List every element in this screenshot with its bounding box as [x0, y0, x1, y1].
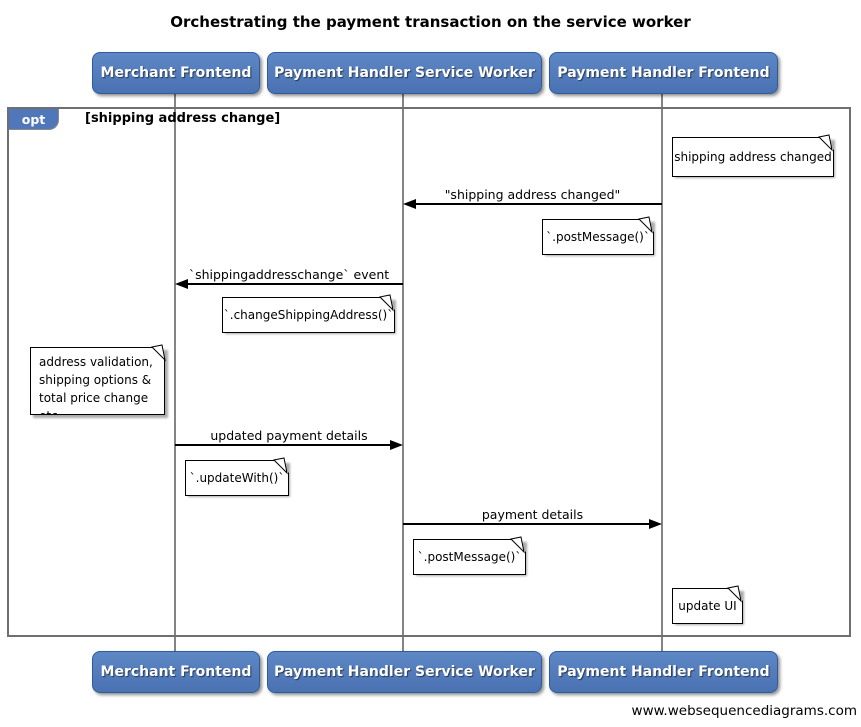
- note: update UI: [672, 588, 743, 624]
- actor-top-payment-handler-service-worker: Payment Handler Service Worker: [267, 52, 542, 94]
- message-line: [403, 523, 655, 525]
- opt-operator-tab: opt: [9, 109, 59, 130]
- note: `.postMessage()`: [413, 539, 526, 575]
- lifeline-payment-handler-service-worker: [402, 92, 404, 651]
- lifeline-payment-handler-frontend: [661, 92, 663, 651]
- note-fold-icon: [150, 344, 166, 362]
- actor-bottom-payment-handler-frontend: Payment Handler Frontend: [549, 651, 778, 693]
- arrowhead-left-icon: [175, 279, 188, 289]
- arrowhead-right-icon: [390, 440, 403, 450]
- note-fold-icon: [817, 134, 833, 152]
- message-label: updated payment details: [210, 428, 368, 443]
- note-fold-icon: [509, 536, 525, 554]
- message-line: [175, 444, 396, 446]
- watermark: www.websequencediagrams.com: [631, 703, 857, 719]
- diagram-title: Orchestrating the payment transaction on…: [170, 13, 691, 31]
- lifeline-merchant-frontend: [174, 92, 176, 651]
- note-fold-icon: [378, 294, 394, 312]
- note: `.postMessage()`: [542, 219, 654, 255]
- note-fold-icon: [637, 216, 653, 234]
- arrowhead-right-icon: [649, 519, 662, 529]
- actor-bottom-merchant-frontend: Merchant Frontend: [92, 651, 260, 693]
- note: shipping address changed: [672, 137, 834, 177]
- note: `.changeShippingAddress()`: [222, 297, 395, 333]
- message-line: [182, 283, 403, 285]
- note-fold-icon: [272, 457, 288, 475]
- actor-top-merchant-frontend: Merchant Frontend: [92, 52, 260, 94]
- message-label: `shippingaddresschange` event: [188, 267, 390, 282]
- note: `.updateWith()`: [185, 460, 289, 496]
- opt-fragment-frame: opt [shipping address change]: [7, 107, 851, 637]
- actor-bottom-payment-handler-service-worker: Payment Handler Service Worker: [267, 651, 542, 693]
- note: address validation, shipping options & t…: [30, 347, 165, 415]
- opt-guard-label: [shipping address change]: [85, 111, 281, 126]
- actor-top-payment-handler-frontend: Payment Handler Frontend: [549, 52, 778, 94]
- note-fold-icon: [726, 585, 742, 603]
- message-label: payment details: [481, 507, 584, 522]
- message-line: [410, 203, 662, 205]
- message-label: "shipping address changed": [444, 187, 621, 202]
- arrowhead-left-icon: [403, 199, 416, 209]
